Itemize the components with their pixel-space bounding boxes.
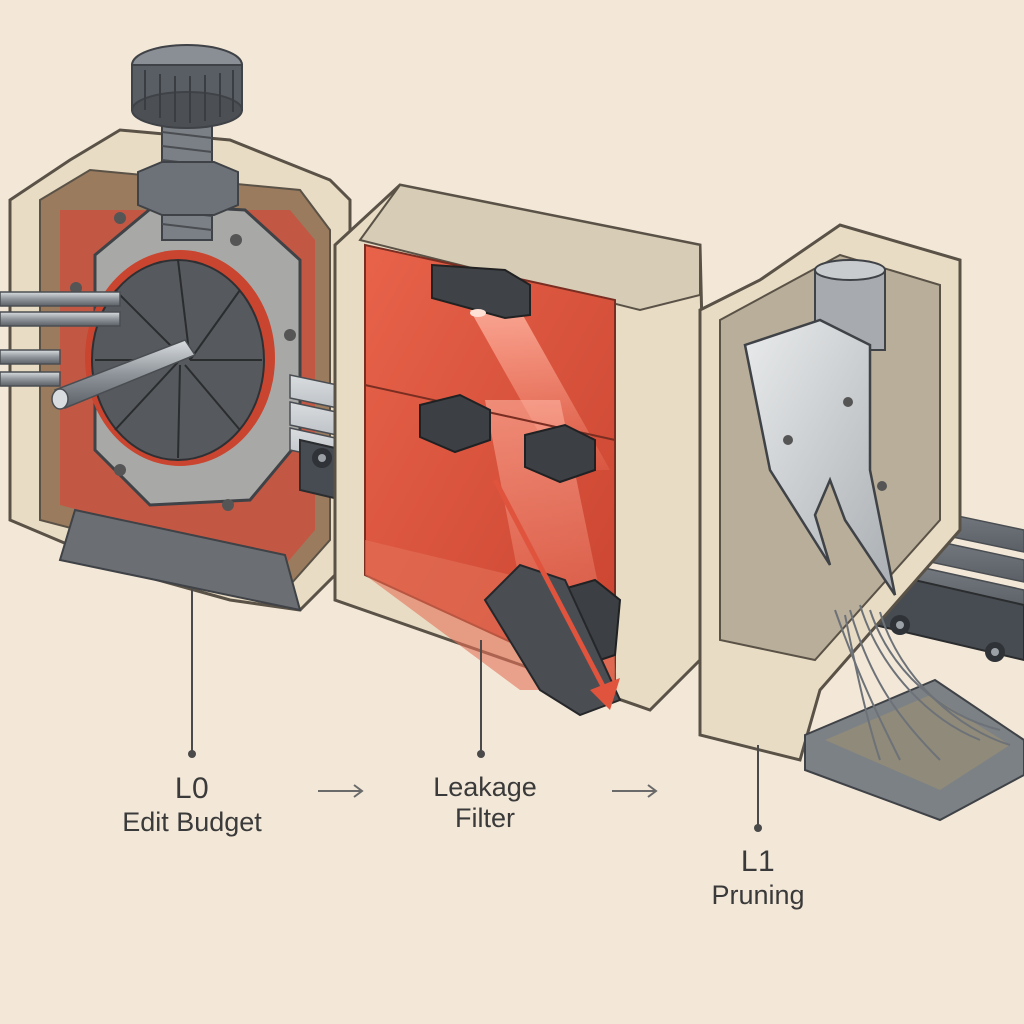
callout-leaders [191, 588, 759, 826]
adjustment-knob-icon [131, 44, 243, 241]
leakage-filter-line1: Leakage [433, 772, 537, 802]
leakage-filter-label: Leakage Filter [400, 772, 570, 834]
edit-budget-label: L0 Edit Budget [92, 772, 292, 838]
shear-blade-icon [743, 259, 897, 596]
callout-dots [188, 750, 762, 832]
flow-arrow-2-icon [612, 784, 658, 798]
edit-budget-name: Edit Budget [122, 806, 262, 837]
red-sensor-icon [431, 263, 531, 320]
scrap-tray-icon [804, 604, 1024, 822]
leakage-filter-line2: Filter [455, 803, 515, 834]
reject-chute [483, 563, 622, 717]
pruning-code: L1 [740, 845, 776, 878]
reject-arrow-icon [492, 478, 620, 710]
edit-budget-code: L0 [174, 772, 210, 805]
pruning-name: Pruning [711, 879, 805, 910]
pruning-label: L1 Pruning [678, 845, 838, 911]
flow-arrow-1-icon [318, 784, 364, 798]
leakage-filter-housing [333, 183, 712, 712]
